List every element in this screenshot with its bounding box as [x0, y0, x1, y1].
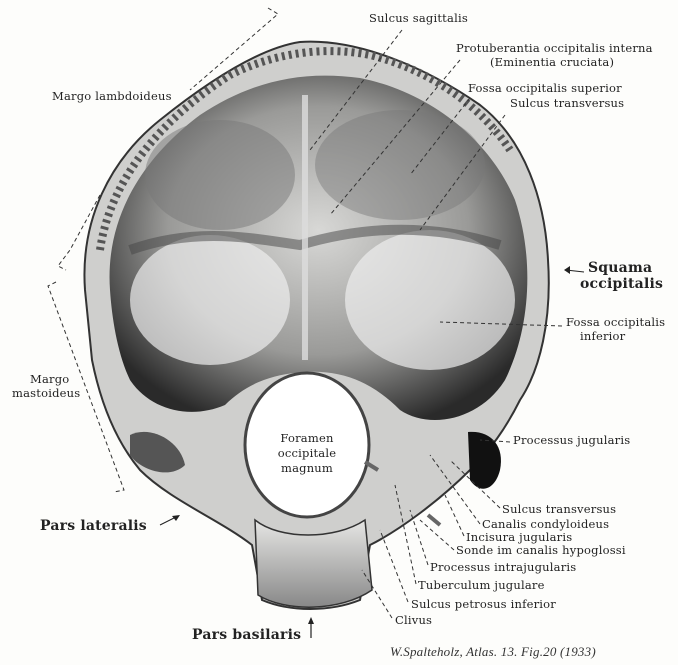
- fossa-superior-left: [145, 120, 295, 230]
- label-margo-lambdoideus: Margo lambdoideus: [52, 89, 172, 103]
- label-incisura-jugularis: Incisura jugularis: [466, 530, 573, 544]
- label-pars-lateralis: Pars lateralis: [40, 518, 147, 534]
- label-squama-1: Squama: [588, 260, 653, 276]
- label-tuberculum-jugulare: Tuberculum jugulare: [418, 578, 545, 592]
- foramen-magnum: [243, 371, 371, 519]
- leader-lines: [47, 7, 563, 619]
- label-eminentia: (Eminentia cruciata): [490, 55, 615, 69]
- label-fossa-inferior-1: Fossa occipitalis: [566, 315, 666, 329]
- label-foramen-2: occipitale: [277, 446, 337, 460]
- label-sulcus-petrosus: Sulcus petrosus inferior: [411, 597, 556, 611]
- label-pars-basilaris: Pars basilaris: [192, 627, 302, 643]
- citation: W.Spalteholz, Atlas. 13. Fig.20 (1933): [390, 644, 596, 659]
- lateral-left-notch: [130, 431, 185, 473]
- probe-left: [363, 460, 380, 472]
- label-sulcus-transversus-bottom: Sulcus transversus: [502, 502, 617, 516]
- label-margo-mastoideus-2: mastoideus: [12, 386, 81, 400]
- label-sulcus-sagittalis: Sulcus sagittalis: [369, 11, 468, 25]
- label-fossa-superior: Fossa occipitalis superior: [468, 81, 622, 95]
- label-processus-intrajugularis: Processus intrajugularis: [430, 560, 577, 574]
- label-clivus: Clivus: [395, 613, 433, 627]
- jugular-notch-dark: [468, 431, 501, 489]
- label-foramen-1: Foramen: [280, 431, 334, 445]
- label-protuberantia: Protuberantia occipitalis interna: [456, 41, 653, 55]
- label-foramen-3: magnum: [280, 461, 334, 475]
- label-canalis-condyloideus: Canalis condyloideus: [482, 517, 610, 531]
- label-processus-jugularis: Processus jugularis: [513, 433, 631, 447]
- fossa-inferior-right: [345, 230, 515, 370]
- fossa-inferior-left: [130, 235, 290, 365]
- lambdoid-serrations: [96, 47, 514, 251]
- label-sulcus-transversus-top: Sulcus transversus: [510, 96, 625, 110]
- transverse-sulcus: [128, 224, 502, 255]
- label-squama-2: occipitalis: [580, 276, 664, 292]
- pars-basilaris-shape: [254, 518, 373, 608]
- fossa-superior-right: [315, 110, 485, 220]
- label-margo-mastoideus-1: Margo: [30, 372, 70, 386]
- label-sonde: Sonde im canalis hypoglossi: [456, 543, 626, 557]
- probe-right: [426, 513, 442, 527]
- label-fossa-inferior-2: inferior: [580, 329, 626, 343]
